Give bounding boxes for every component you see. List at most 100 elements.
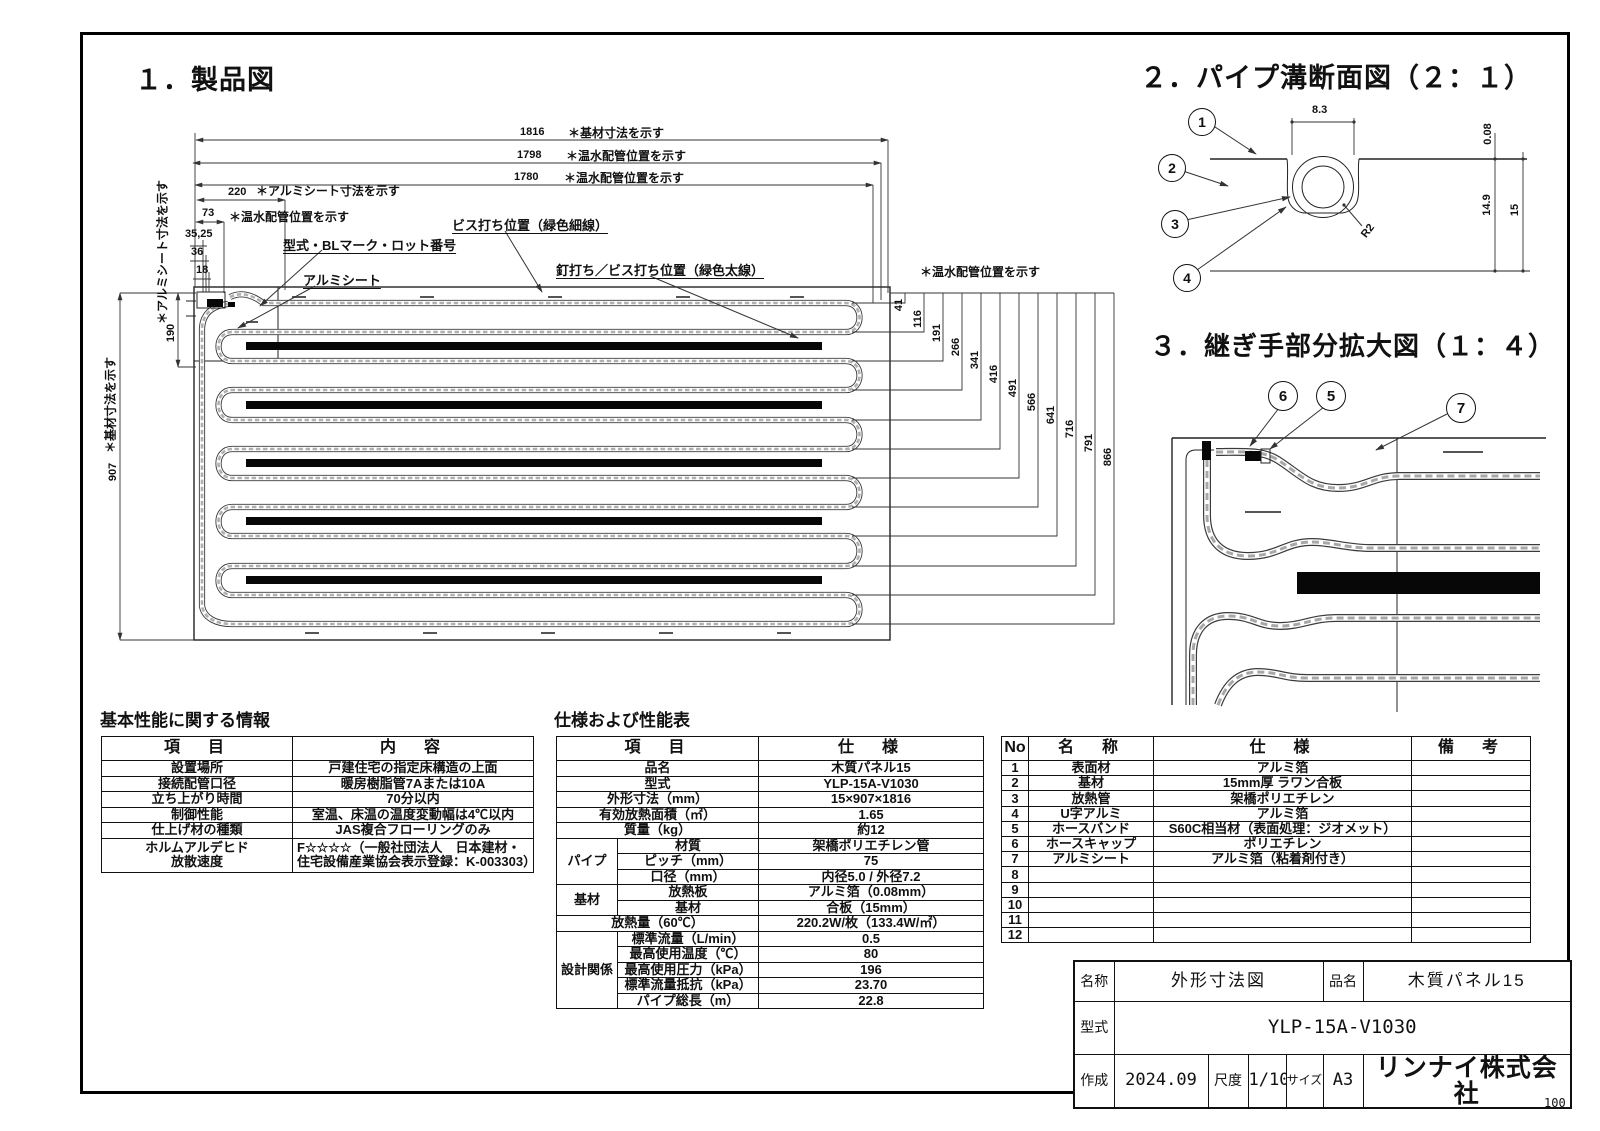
dim-chain-866: 866 bbox=[1102, 447, 1114, 467]
balloon-4: 4 bbox=[1173, 264, 1201, 292]
dim-chain-266: 266 bbox=[950, 337, 962, 357]
titleblock-name-label: 名称 bbox=[1073, 960, 1115, 1002]
basic-content: F☆☆☆☆（一般社団法人 日本建材・ 住宅設備産業協会表示登録：K-003303… bbox=[292, 837, 534, 873]
basic-content: 暖房樹脂管7Aまたは10A bbox=[292, 775, 534, 792]
balloon-2: 2 bbox=[1158, 154, 1186, 182]
note-907: ＊基材寸法を示す bbox=[103, 356, 118, 454]
parts-note bbox=[1411, 851, 1531, 868]
spec-item: ピッチ（mm） bbox=[616, 853, 760, 870]
spec-value: 0.5 bbox=[758, 930, 985, 947]
parts-note bbox=[1411, 759, 1531, 777]
parts-name: 基材 bbox=[1028, 775, 1154, 792]
basic-content: 室温、床温の温度変動幅は4℃以内 bbox=[292, 806, 534, 823]
titleblock-size-label: サイズ bbox=[1285, 1053, 1324, 1109]
spec-group-design: 設計関係 bbox=[556, 930, 618, 1009]
parts-spec: S60C相当材（表面処理：ジオメット） bbox=[1153, 820, 1412, 837]
spec-item: 基材 bbox=[616, 899, 760, 916]
fig3-title: ３．継ぎ手部分拡大図（１：４） bbox=[1150, 331, 1556, 361]
titleblock-scale-label: 尺度 bbox=[1207, 1053, 1249, 1109]
spec-value: 架橋ポリエチレン管 bbox=[758, 837, 985, 854]
note-1798: ＊温水配管位置を示す bbox=[566, 149, 687, 163]
titleblock-model-label: 型式 bbox=[1073, 1000, 1115, 1055]
label-screw-position: ビス打ち位置（緑色細線） bbox=[452, 218, 609, 233]
company-name: リンナイ株式会社 bbox=[1362, 1053, 1572, 1109]
dim-18: 18 bbox=[196, 264, 209, 276]
spec-item: パイプ総長（m） bbox=[616, 992, 760, 1009]
titleblock-product-label: 品名 bbox=[1322, 960, 1364, 1002]
note-73: ＊温水配管位置を示す bbox=[229, 210, 350, 224]
parts-spec bbox=[1153, 911, 1412, 929]
spec-value: 木質パネル15 bbox=[758, 760, 985, 777]
spec-value: 75 bbox=[758, 853, 985, 870]
dim-907: 907 bbox=[107, 462, 119, 482]
dim-190: 190 bbox=[165, 323, 177, 343]
parts-col-spec: 仕 様 bbox=[1153, 736, 1412, 761]
spec-value: YLP-15A-V1030 bbox=[758, 775, 985, 792]
basic-item: 設置場所 bbox=[101, 760, 293, 777]
spec-group-pipe: パイプ bbox=[556, 837, 618, 885]
parts-no: 4 bbox=[1001, 805, 1029, 822]
balloon-6: 6 bbox=[1268, 381, 1298, 411]
titleblock-date-label: 作成 bbox=[1073, 1053, 1115, 1109]
note-190: ＊アルミシート寸法を示す bbox=[155, 180, 170, 324]
parts-name bbox=[1028, 927, 1154, 944]
dim-chain-341: 341 bbox=[969, 350, 981, 370]
parts-no: 10 bbox=[1001, 896, 1029, 913]
spec-value: 80 bbox=[758, 946, 985, 963]
basic-item: 接続配管口径 bbox=[101, 775, 293, 792]
spec-value: 22.8 bbox=[758, 992, 985, 1009]
titleblock-model-value: YLP-15A-V1030 bbox=[1113, 1000, 1572, 1055]
parts-name: アルミシート bbox=[1028, 851, 1154, 868]
basic-item: ホルムアルデヒド 放散速度 bbox=[101, 837, 293, 873]
spec-item: 材質 bbox=[616, 837, 760, 854]
dim-chain-191: 191 bbox=[931, 323, 943, 343]
dim-chain-641: 641 bbox=[1045, 405, 1057, 425]
parts-note bbox=[1411, 775, 1531, 792]
parts-name bbox=[1028, 896, 1154, 913]
balloon-1: 1 bbox=[1188, 108, 1216, 136]
spec-item: 品名 bbox=[555, 760, 760, 777]
parts-no: 7 bbox=[1001, 851, 1029, 868]
groove-section-linework bbox=[1182, 118, 1530, 273]
parts-no: 11 bbox=[1001, 911, 1029, 929]
spec-item: 有効放熱面積（㎡） bbox=[555, 806, 760, 823]
dim-chain-566: 566 bbox=[1026, 392, 1038, 412]
parts-spec: ポリエチレン bbox=[1153, 835, 1412, 853]
spec-value: 15×907×1816 bbox=[758, 791, 985, 808]
title-block: 名称 外形寸法図 品名 木質パネル15 型式 YLP-15A-V1030 作成 … bbox=[1073, 960, 1572, 1109]
spec-col-item: 項 目 bbox=[555, 736, 760, 761]
spec-item: 放熱板 bbox=[616, 884, 760, 901]
parts-note bbox=[1411, 927, 1531, 944]
dim-1816: 1816 bbox=[520, 126, 545, 138]
parts-col-name: 名 称 bbox=[1028, 736, 1154, 761]
panel-connector bbox=[186, 291, 235, 317]
dim-1780: 1780 bbox=[514, 171, 539, 183]
label-nail-position: 釘打ち／ビス打ち位置（緑色太線） bbox=[556, 263, 765, 278]
balloon-5: 5 bbox=[1316, 381, 1346, 411]
parts-name: 表面材 bbox=[1028, 759, 1154, 777]
parts-note bbox=[1411, 790, 1531, 807]
parts-note bbox=[1411, 881, 1531, 898]
dim-chain-416: 416 bbox=[988, 364, 1000, 384]
dim-chain-791: 791 bbox=[1083, 433, 1095, 453]
dim-35-25: 35,25 bbox=[185, 228, 213, 240]
basic-col-item: 項 目 bbox=[101, 736, 293, 761]
parts-spec: 架橋ポリエチレン bbox=[1153, 790, 1412, 807]
sheet-border bbox=[80, 32, 1570, 1094]
dim-1798: 1798 bbox=[517, 149, 542, 161]
joint-view-linework bbox=[1171, 406, 1546, 712]
parts-col-note: 備 考 bbox=[1411, 736, 1531, 761]
spec-value: 内径5.0 / 外径7.2 bbox=[758, 868, 985, 885]
parts-note bbox=[1411, 820, 1531, 837]
titleblock-name-value: 外形寸法図 bbox=[1113, 960, 1324, 1002]
basic-col-content: 内 容 bbox=[292, 736, 534, 761]
basic-content: 70分以内 bbox=[292, 791, 534, 808]
dim-36: 36 bbox=[191, 246, 204, 258]
parts-no: 2 bbox=[1001, 775, 1029, 792]
note-right-pipes: ＊温水配管位置を示す bbox=[920, 265, 1041, 279]
parts-no: 9 bbox=[1001, 881, 1029, 898]
spec-value: 1.65 bbox=[758, 806, 985, 823]
parts-spec bbox=[1153, 866, 1412, 883]
note-1780: ＊温水配管位置を示す bbox=[564, 171, 685, 185]
parts-name: U字アルミ bbox=[1028, 805, 1154, 822]
